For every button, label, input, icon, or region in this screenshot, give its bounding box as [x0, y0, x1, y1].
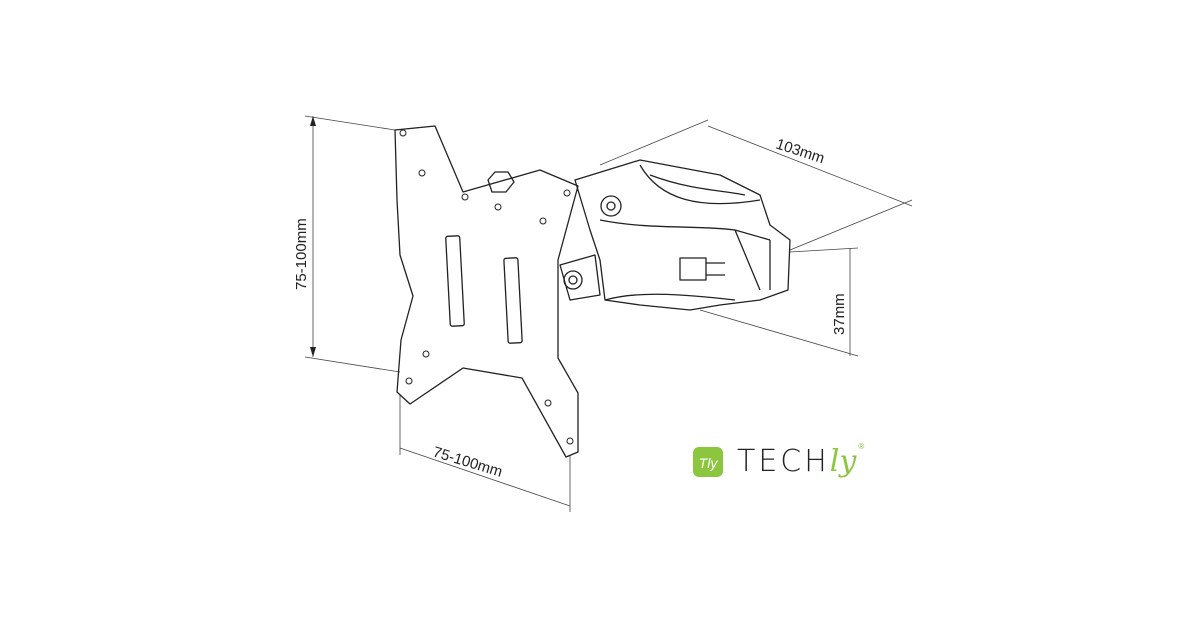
clamp	[559, 159, 791, 311]
plate-width-label: 75-100mm	[431, 444, 505, 481]
dimension-plate-width: 75-100mm	[399, 395, 571, 512]
plate-height-label: 75-100mm	[293, 218, 310, 290]
dimension-plate-height: 75-100mm	[293, 115, 401, 373]
logo-icon: Tly	[693, 447, 723, 477]
dimension-clamp-height: 37mm	[699, 247, 859, 357]
clamp-height-label: 37mm	[831, 293, 848, 335]
logo-wordmark: TECHly	[737, 442, 856, 482]
techly-logo: Tly TECHly ®	[693, 442, 864, 482]
logo-brand-main: TECH	[737, 444, 830, 479]
registered-mark: ®	[858, 442, 865, 451]
vesa-plate	[394, 125, 579, 458]
dimension-depth: 103mm	[599, 119, 913, 251]
logo-brand-accent: ly	[829, 444, 857, 479]
